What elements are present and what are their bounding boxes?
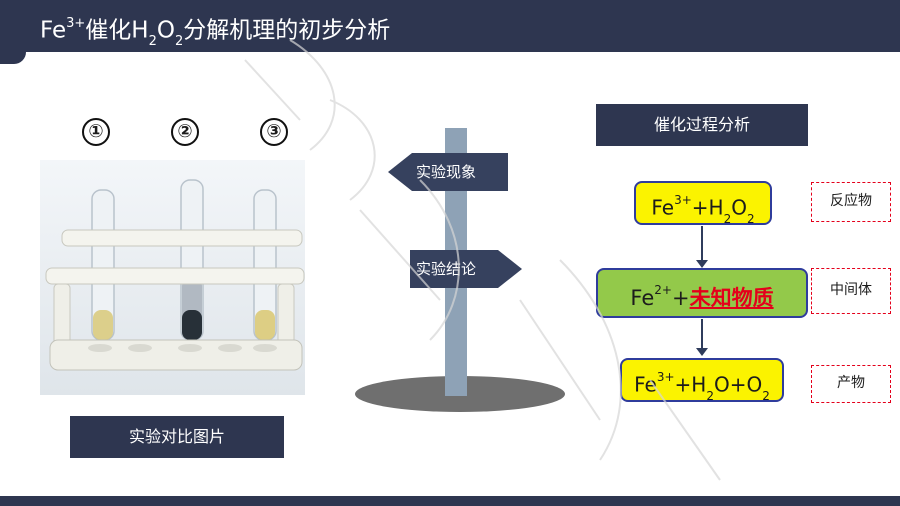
node-reactants: Fe3++H2O2 [634, 181, 772, 226]
process-header: 催化过程分析 [596, 104, 808, 146]
title-bar [0, 0, 900, 52]
tag-reactants: 反应物 [811, 182, 891, 222]
bottom-bar [0, 496, 900, 506]
tag-products: 产物 [811, 365, 891, 403]
experiment-caption: 实验对比图片 [70, 416, 284, 458]
node-intermediate: Fe2++未知物质 [596, 268, 808, 318]
flow-arrows [696, 226, 708, 356]
tube-number-2: ② [171, 118, 199, 146]
sign-experiment-conclusion: 实验结论 [410, 250, 522, 288]
sign-experiment-phenomenon: 实验现象 [388, 153, 508, 191]
slide-title: Fe3+催化H2O2分解机理的初步分析 [40, 16, 391, 50]
title-bar-tab [0, 52, 26, 64]
node-products: Fe3++H2O+O2 [620, 358, 784, 403]
experiment-photo [40, 160, 305, 395]
unknown-substance: 未知物质 [689, 286, 774, 310]
tube-number-1: ① [82, 118, 110, 146]
tag-intermediate: 中间体 [811, 268, 891, 314]
tube-number-3: ③ [260, 118, 288, 146]
test-tube-rack-illustration [40, 160, 305, 395]
